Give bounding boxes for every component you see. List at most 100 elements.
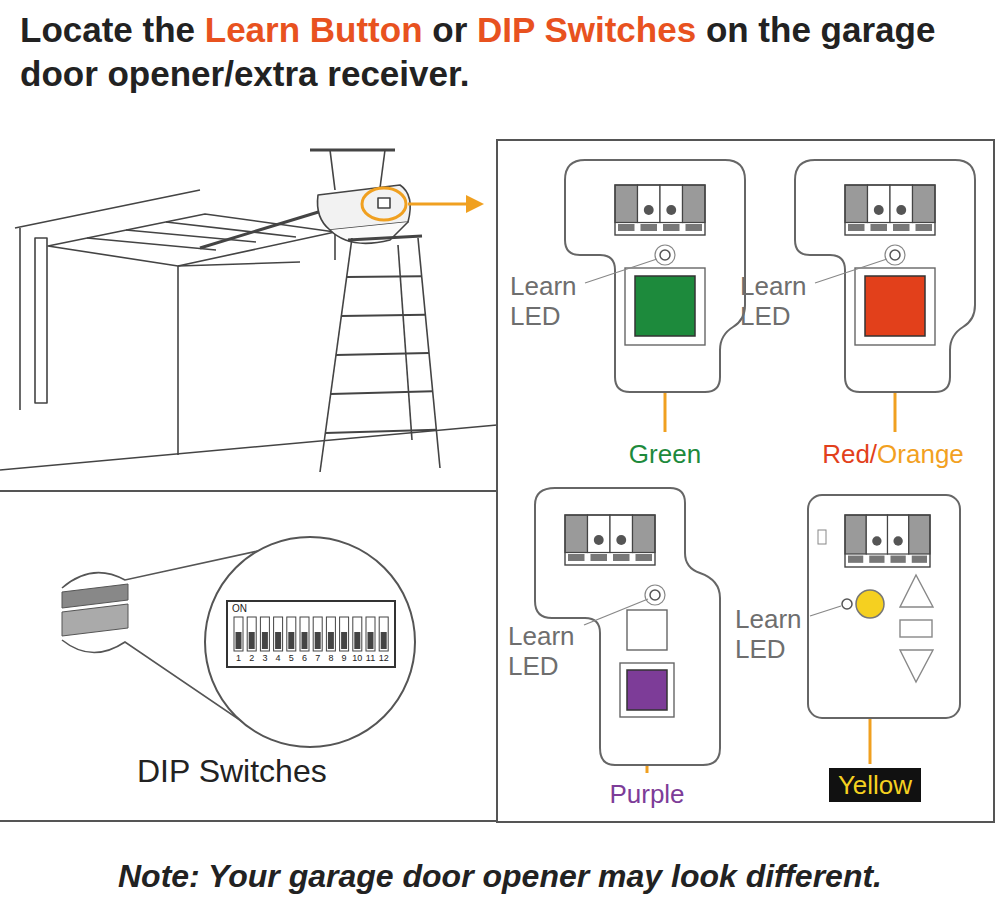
color-name: Purple [609,778,684,810]
hanger [330,150,335,190]
white-button [627,610,667,650]
leader-line [584,599,648,625]
terminal-frame [845,185,935,235]
terminal-tab [912,556,927,563]
dip-toggle [341,632,347,649]
terminal-slot [638,185,661,223]
receiver-module: Learn LED [500,483,725,773]
text-run: Green [629,439,701,469]
receiver-module: Learn LED [730,490,965,725]
terminal-block [845,515,930,567]
on-label: ON [232,603,247,614]
switch-number: 2 [249,653,254,664]
dip-panel: DIP SwitchesON123456789101112 [0,490,497,822]
dip-toggle [315,632,321,649]
button-frame [625,268,705,345]
terminal-block [615,185,705,235]
dip-toggle [302,632,308,649]
arrow-head [466,195,484,213]
terminal-screw [896,205,906,215]
terminal-block [845,185,935,235]
leader-line [585,259,657,283]
terminal-tab [568,554,585,561]
terminal-tab [891,556,906,563]
header-line [178,262,300,266]
pointer-arrow [408,203,468,206]
part-name: DIP Switches [137,752,327,790]
terminal-slot [615,185,638,223]
dip-slot [353,617,362,651]
text-run: DIP Switches [477,10,696,49]
led-label: Learn LED [510,271,582,331]
led-ring [885,245,905,265]
dip-toggle [275,632,281,649]
dip-toggle [262,632,268,649]
terminal-slot [909,515,930,554]
garage-illustration [0,150,497,472]
led-ring [655,245,675,265]
terminal-tab [916,224,933,231]
receiver-module: Learn LED [735,155,980,395]
switch-number: 7 [315,653,320,664]
terminal-slot [913,185,936,223]
title: Locate the Learn Button or DIP Switches … [20,8,995,96]
color-name: Green [629,438,701,470]
dip-slot [300,617,309,651]
dip-slot [287,617,296,651]
leader-line [815,259,887,283]
led-label: Learn LED [508,621,580,681]
terminal-frame [565,515,655,565]
terminal-screw [666,205,676,215]
terminal-tab [848,556,863,563]
ladder-rungs [325,276,436,433]
led-ring [645,585,665,605]
learn-button [635,276,695,336]
wall-edge [19,228,21,410]
down-button [900,650,933,682]
caption: Note: Your garage door opener may look d… [0,858,1000,895]
switch-number: 6 [302,653,307,664]
learn-button [865,276,925,336]
terminal-frame [845,515,930,567]
ladder-back-leg [398,245,412,440]
dip-slot [234,617,243,651]
color-name: Red/Orange [822,438,964,470]
terminal-screw [594,535,604,545]
switch-number: 1 [236,653,241,664]
highlight-circle [362,188,406,220]
learn-button [856,590,884,618]
terminal-tab [591,554,608,561]
hanger [380,150,385,188]
terminal-slot [888,515,909,554]
terminal-tab [869,556,884,563]
rail [200,210,325,248]
switch-number: 4 [276,653,281,664]
ceiling-bracket [310,149,395,152]
terminal-slot [866,515,887,554]
dip-toggle [381,632,387,649]
led-label: Learn LED [740,271,812,331]
color-tag: Yellow [829,768,921,802]
switch-number: 12 [379,653,389,664]
leader-line [810,606,841,616]
terminal-tab [663,224,680,231]
button-frame [620,663,674,717]
door-panel-line [87,238,216,250]
floor-line [0,425,497,470]
terminal-block [565,515,655,565]
dip-toggle [236,632,242,649]
learn-led [842,599,852,609]
terminal-slot [610,515,633,553]
magnifier-circle [205,537,415,747]
terminal-screw [644,205,654,215]
ladder-top [348,236,422,240]
text-run: Purple [609,779,684,809]
dip-icon [62,584,128,608]
switch-number: 9 [342,653,347,664]
terminal-frame [615,185,705,235]
ladder-rung [331,391,433,394]
up-button [900,575,933,607]
dip-slot [313,617,322,651]
receiver-outline [795,160,975,392]
